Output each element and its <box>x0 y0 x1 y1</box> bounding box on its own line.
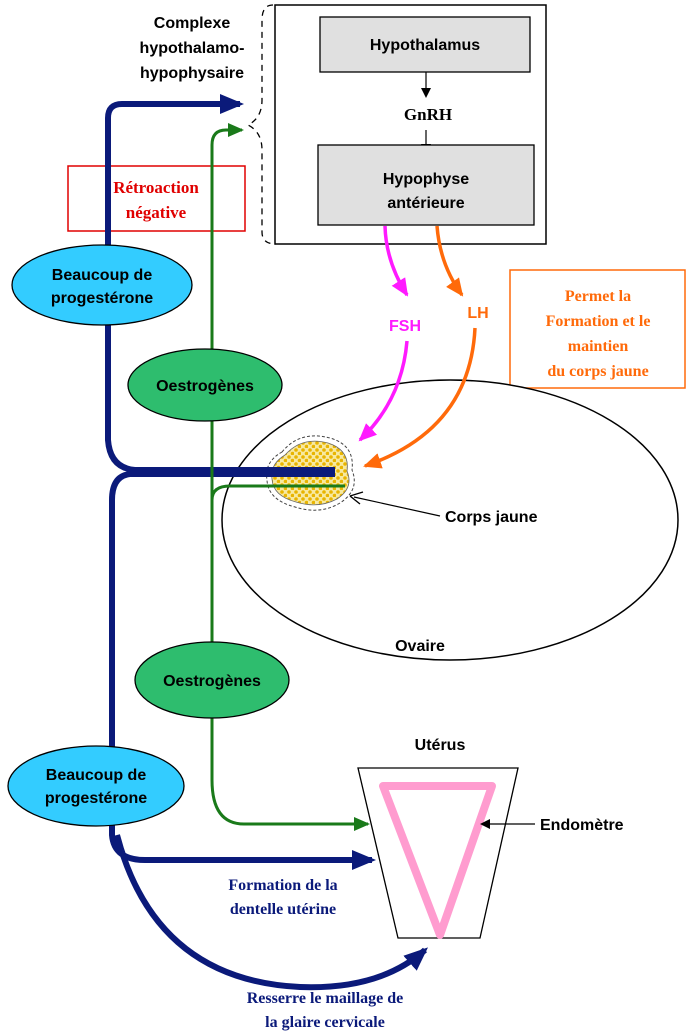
oestrogen-top-label: Oestrogènes <box>156 378 254 395</box>
hypothalamus-box <box>319 16 531 73</box>
gnrh-label: GnRH <box>404 105 452 124</box>
hypophysis-box <box>317 144 535 226</box>
progesterone-top-line2: progestérone <box>51 290 153 307</box>
uterus-label: Utérus <box>415 737 466 754</box>
fsh-label: FSH <box>389 318 421 335</box>
corpus-luteum-pointer-head <box>349 491 364 505</box>
corpus-luteum-pointer <box>353 496 441 517</box>
ovary-label: Ovaire <box>395 638 445 655</box>
progesterone-uterus-trunk <box>109 471 335 790</box>
corpus-luteum-label: Corps jaune <box>445 509 538 526</box>
progesterone-bottom-line2: progestérone <box>45 790 147 807</box>
lh-effect-line2: Formation et le <box>546 313 651 330</box>
complex-bracket <box>246 4 277 245</box>
complex-label: Complexe hypothalamo- hypophysaire <box>140 15 245 82</box>
lh-effect-line3: maintien <box>568 338 629 355</box>
complex-label-line2: hypothalamo- <box>140 40 245 57</box>
progesterone-ellipse-bottom <box>7 745 185 827</box>
lh-effect-line1: Permet la <box>565 288 631 305</box>
fsh-arrow-top <box>383 225 409 297</box>
oestrogen-ellipse-top <box>127 348 283 422</box>
lh-effect-line4: du corps jaune <box>547 363 648 380</box>
lh-effect-box <box>509 269 686 389</box>
oestrogen-feedback-arrow <box>210 123 345 501</box>
progesterone-bottom-line1: Beaucoup de <box>46 767 147 784</box>
oestrogen-ellipse-bottom <box>134 641 290 719</box>
endometrium-label: Endomètre <box>540 817 624 834</box>
retroaction-label-line2: négative <box>126 203 187 222</box>
complex-label-line1: Complexe <box>154 15 231 32</box>
endometrium <box>379 782 496 939</box>
glaire-line2: la glaire cervicale <box>265 1014 385 1031</box>
dentelle-line1: Formation de la <box>228 877 337 894</box>
hypothalamus-label: Hypothalamus <box>370 37 480 54</box>
progesterone-to-cervix-arrow <box>114 834 428 991</box>
lh-label: LH <box>467 305 488 322</box>
progesterone-top-line1: Beaucoup de <box>52 267 153 284</box>
lh-arrow-top <box>435 225 464 297</box>
hypophysis-label-line2: antérieure <box>387 195 464 212</box>
fsh-arrow-bottom <box>358 340 409 442</box>
complex-label-line3: hypophysaire <box>140 65 244 82</box>
glaire-line1: Resserre le maillage de <box>247 990 404 1007</box>
oestrogen-to-uterus-arrow <box>210 500 370 831</box>
lh-arrow-bottom <box>363 327 477 469</box>
hypophysis-label-line1: Hypophyse <box>383 171 469 188</box>
progesterone-ellipse-top <box>11 244 193 326</box>
dentelle-line2: dentelle utérine <box>230 901 336 918</box>
uterus-outline <box>357 767 519 939</box>
retroaction-label-line1: Rétroaction <box>113 178 199 197</box>
corpus-luteum-outline <box>266 435 355 511</box>
retroaction-box <box>67 165 246 232</box>
oestrogen-bottom-label: Oestrogènes <box>163 673 261 690</box>
